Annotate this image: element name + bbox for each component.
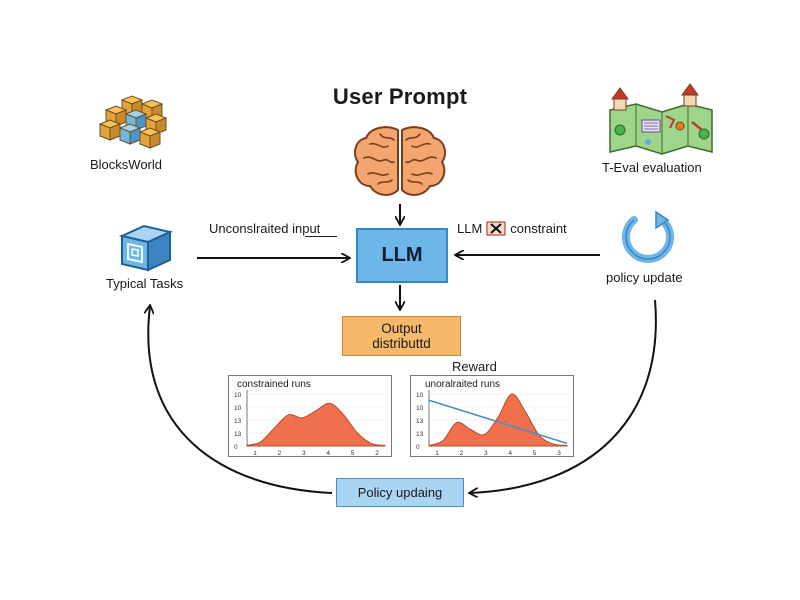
typical-tasks-label: Typical Tasks: [106, 276, 184, 291]
x-tick-label: 3: [484, 450, 488, 457]
refresh-cycle-icon: [622, 210, 674, 263]
x-tick-label: 2: [278, 450, 282, 457]
policy-update-label: policy update: [606, 270, 683, 285]
output-line-2: distributtd: [372, 336, 431, 351]
y-tick-label: 10: [416, 405, 424, 412]
unconstrained-input-underline: [305, 236, 337, 237]
y-tick-label: 0: [416, 444, 420, 451]
y-tick-label: 13: [234, 418, 242, 425]
cross-box-icon: [486, 221, 506, 236]
cube-icon: [118, 224, 174, 272]
chart-constrained-title: constrained runs: [237, 379, 311, 390]
trend-line: [428, 399, 568, 445]
x-tick-label: 2: [460, 450, 464, 457]
x-tick-label: 3: [557, 450, 561, 457]
y-tick-label: 0: [234, 444, 238, 451]
blocksworld-label: BlocksWorld: [90, 157, 163, 172]
llm-box: LLM: [356, 228, 448, 283]
map-icon: [609, 83, 713, 155]
x-tick-label: 5: [351, 450, 355, 457]
diagram-title: User Prompt: [332, 84, 468, 109]
x-tick-label: 1: [435, 450, 439, 457]
chart-constrained-plot: 10 10 13 13 0 1 2 3 4 5 2: [234, 390, 386, 457]
y-tick-label: 13: [234, 431, 242, 438]
policy-updating-box: Policy updaing: [336, 478, 464, 507]
chart-unconstrained-title: unoralraited runs: [425, 379, 501, 390]
llm-constraint-suffix: constraint: [510, 221, 567, 236]
llm-constraint-prefix: LLM: [457, 221, 483, 236]
x-tick-label: 1: [253, 450, 257, 457]
y-tick-label: 10: [234, 392, 242, 399]
reward-label: Reward: [452, 359, 497, 374]
unconstrained-input-label: Unconslraited input: [209, 221, 321, 236]
chart-unconstrained-panel: unoralraited runs 10 10 13 13 0 1 2 3 4 5 3: [410, 375, 574, 457]
brain-icon: [353, 126, 447, 196]
x-tick-label: 3: [302, 450, 306, 457]
y-tick-label: 10: [416, 392, 424, 399]
arrow-loop-right: [470, 299, 657, 493]
x-tick-label: 2: [375, 450, 379, 457]
y-tick-label: 13: [416, 431, 424, 438]
arrow-loop-left: [148, 306, 333, 494]
x-tick-label: 5: [533, 450, 537, 457]
output-distribution-box: Output distributtd: [342, 316, 461, 356]
chart-constrained-panel: constrained runs 10 10 13 13 0 1 2 3 4 5 2: [228, 375, 392, 457]
x-tick-label: 4: [508, 450, 512, 457]
density-area: [246, 402, 386, 447]
blocks-cluster-icon: [98, 95, 168, 149]
y-tick-label: 13: [416, 418, 424, 425]
x-tick-label: 4: [326, 450, 330, 457]
y-tick-label: 10: [234, 405, 242, 412]
chart-unconstrained-plot: 10 10 13 13 0 1 2 3 4 5 3: [416, 390, 568, 457]
llm-constraint-label: LLM constraint: [457, 221, 567, 236]
teval-label: T-Eval evaluation: [602, 160, 702, 175]
output-line-1: Output: [381, 321, 422, 336]
